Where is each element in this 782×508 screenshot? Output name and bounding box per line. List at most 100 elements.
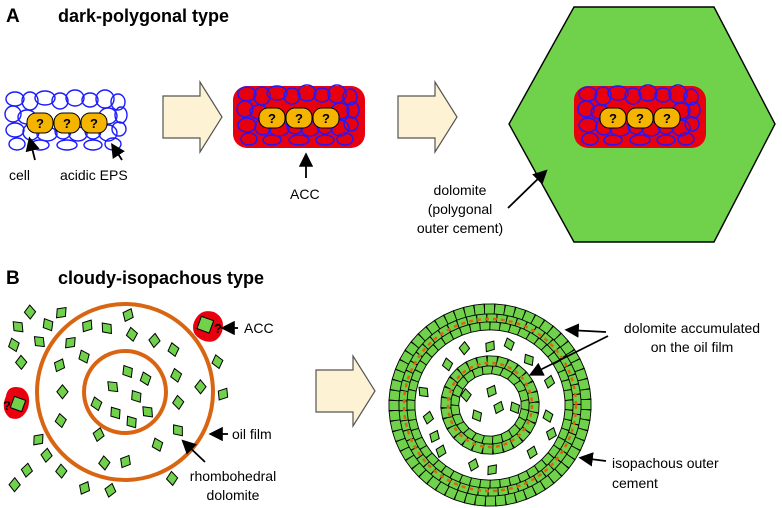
rhombohedral-dolomite-crystal [173,424,183,437]
loose-dolomite-crystal [471,409,483,423]
rhombohedral-dolomite-crystal [126,415,137,429]
acc-blob-right: ? [193,311,223,342]
accum-label-line-2: on the oil film [651,339,733,355]
rhombohedral-dolomite-crystal [151,437,164,452]
rhombohedral-dolomite-crystal [172,394,185,411]
loose-dolomite-crystal [429,429,440,444]
rhombohedral-dolomite-crystal [167,342,180,358]
rhombohedral-dolomite-crystal [170,367,183,383]
isopachous-pointer-arrow [578,452,607,467]
loose-dolomite-crystal [493,400,505,415]
cell-pointer-arrow [25,136,40,161]
inner-cement-crystal [440,406,453,419]
isopachous-label-line-2: cement [612,475,658,491]
rhombohedral-dolomite-crystal [107,381,119,393]
rhombohedral-dolomite-crystal [98,455,111,471]
outer-cement-crystal [388,409,401,422]
rhombohedral-dolomite-crystal [125,326,139,342]
panel-a-title: dark-polygonal type [58,6,229,26]
rhombo-pointer-arrow [181,439,206,463]
right-inner-oil-film [446,361,534,449]
loose-dolomite-crystal [545,426,557,441]
rhombohedral-dolomite-crystal [165,470,179,487]
rhombohedral-dolomite-crystal [120,454,131,469]
hex-cell-question-1: ? [609,111,617,126]
rhombohedral-dolomite-field [8,304,229,498]
outer-cement-crystal [388,399,400,411]
loose-dolomite-crystal [486,384,497,398]
outer-cement-crystal [579,408,592,421]
loose-dolomite-crystal [487,464,497,476]
outer-cement-crystal [388,389,401,402]
loose-dolomite-crystal [543,374,556,389]
loose-dolomite-crystal [435,444,447,459]
outer-oil-film-ring [35,302,215,482]
cell-question-2: ? [63,116,71,131]
acidic-eps-label: acidic EPS [60,167,128,183]
isopachous-label-line-1: isopachous outer [612,455,719,471]
rhombohedral-dolomite-crystal [40,447,53,464]
oil-film-label: oil film [232,426,272,442]
dolomite-pointer-arrow [507,169,548,209]
panel-b-title: cloudy-isopachous type [58,268,264,288]
acc-coated-cluster: ? ? ? [233,84,365,148]
loose-dolomite-crystal [422,410,435,425]
rhombohedral-dolomite-crystal [211,354,224,370]
rhombohedral-dolomite-crystal [92,426,105,443]
rhombohedral-dolomite-crystal [42,318,54,332]
outer-cement-crystal [579,388,592,401]
acc-blob-left-question: ? [3,398,11,413]
loose-dolomite-crystal [467,458,479,472]
panel-a-letter: A [6,6,20,27]
rhombohedral-dolomite-crystal [55,463,68,479]
rhombohedral-dolomite-crystal [101,322,112,335]
loose-dolomite-crystal [503,337,515,352]
acc-cell-question-3: ? [322,111,330,126]
rhombohedral-dolomite-crystal [104,482,117,498]
rhombohedral-dolomite-crystal [14,354,28,371]
accumulated-dolomite-rings [388,303,592,507]
outer-cement-crystal [580,399,592,411]
right-outer-oil-film [402,317,578,493]
dolomite-label-line-1: dolomite [434,182,487,198]
rhombohedral-dolomite-crystal [122,307,134,323]
loose-dolomite-crystal [460,387,472,403]
rhombohedral-dolomite-crystal [55,306,67,319]
outer-cement-crystal [494,494,507,507]
acc-b-label: ACC [244,320,274,336]
loose-dolomite-crystal [458,340,471,356]
process-arrow-1 [162,79,223,155]
rhombohedral-dolomite-crystal [139,371,152,387]
rhombohedral-dolomite-crystal [65,336,76,349]
accum-label-line-1: dolomite accumulated [624,320,760,336]
loose-dolomite-crystal [418,386,429,398]
acc-cell-question-1: ? [268,111,276,126]
rhombohedral-dolomite-crystal [122,364,133,379]
hex-cell-question-2: ? [636,111,644,126]
rhombohedral-dolomite-crystal [53,358,66,373]
rhombohedral-dolomite-crystal [142,406,153,418]
cell-eps-cluster: ? ? ? [4,89,128,151]
rhombohedral-dolomite-crystal [8,337,20,353]
rhombohedral-dolomite-crystal [20,462,34,478]
process-arrow-3 [315,353,376,429]
outer-cement-crystal [493,303,506,316]
acc-blob-left: ? [3,387,30,419]
loose-dolomite-crystal [441,357,454,372]
cell-label: cell [9,167,30,183]
rhombo-label-line-1: rhombohedral [190,468,276,484]
rhombohedral-dolomite-crystal [12,321,24,333]
outer-cement-crystal [473,303,486,316]
loose-dolomite-crystal [526,445,538,460]
dolomite-label-line-3: outer cement) [417,220,503,236]
rhombohedral-dolomite-crystal [56,383,69,400]
loose-dolomite-crystal [485,340,495,353]
rhombohedral-dolomite-crystal [110,406,121,420]
acc-blob-right-question: ? [214,321,222,336]
rhombohedral-dolomite-crystal [90,396,103,412]
rhombohedral-dolomite-crystal [217,387,229,401]
inner-cement-crystal [491,442,504,455]
cell-question-1: ? [36,116,44,131]
loose-dolomite-crystal [542,409,554,424]
